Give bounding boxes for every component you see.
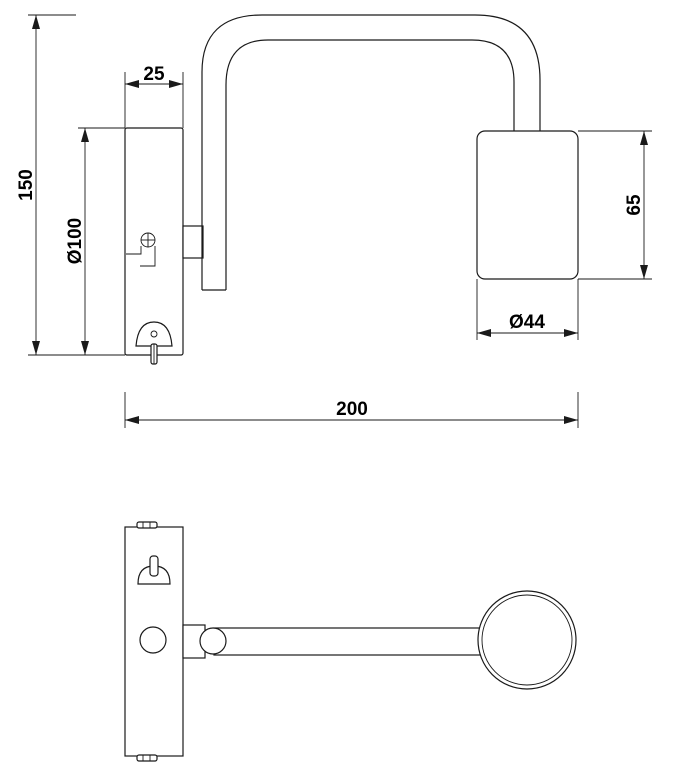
screw-icon xyxy=(126,232,156,267)
toggle-switch-top-icon xyxy=(137,555,171,585)
dim-label-depth: 25 xyxy=(143,64,165,85)
arm-tube-outer xyxy=(201,14,541,290)
side-view xyxy=(124,14,579,365)
dimensions: 150 Ø100 25 65 Ø44 200 xyxy=(16,14,652,428)
dim-label-shade-diameter: Ø44 xyxy=(509,312,545,333)
lamp-shade-side xyxy=(476,130,579,280)
arm-joint-top xyxy=(199,627,227,655)
arm-tube-inner xyxy=(225,39,515,290)
toggle-switch-icon xyxy=(135,321,173,365)
arm-tube-top xyxy=(213,627,487,656)
dim-label-plate-diameter: Ø100 xyxy=(65,218,86,264)
lamp-shade-top-outer xyxy=(477,590,577,690)
arm-connector-side xyxy=(182,225,204,259)
lamp-shade-top-inner xyxy=(481,594,573,686)
dim-label-projection: 200 xyxy=(336,399,368,420)
top-view xyxy=(124,521,577,762)
wall-plate-side xyxy=(124,127,184,356)
button-top xyxy=(139,626,167,654)
dim-label-height: 150 xyxy=(16,169,37,201)
dim-label-shade-height: 65 xyxy=(624,194,645,216)
